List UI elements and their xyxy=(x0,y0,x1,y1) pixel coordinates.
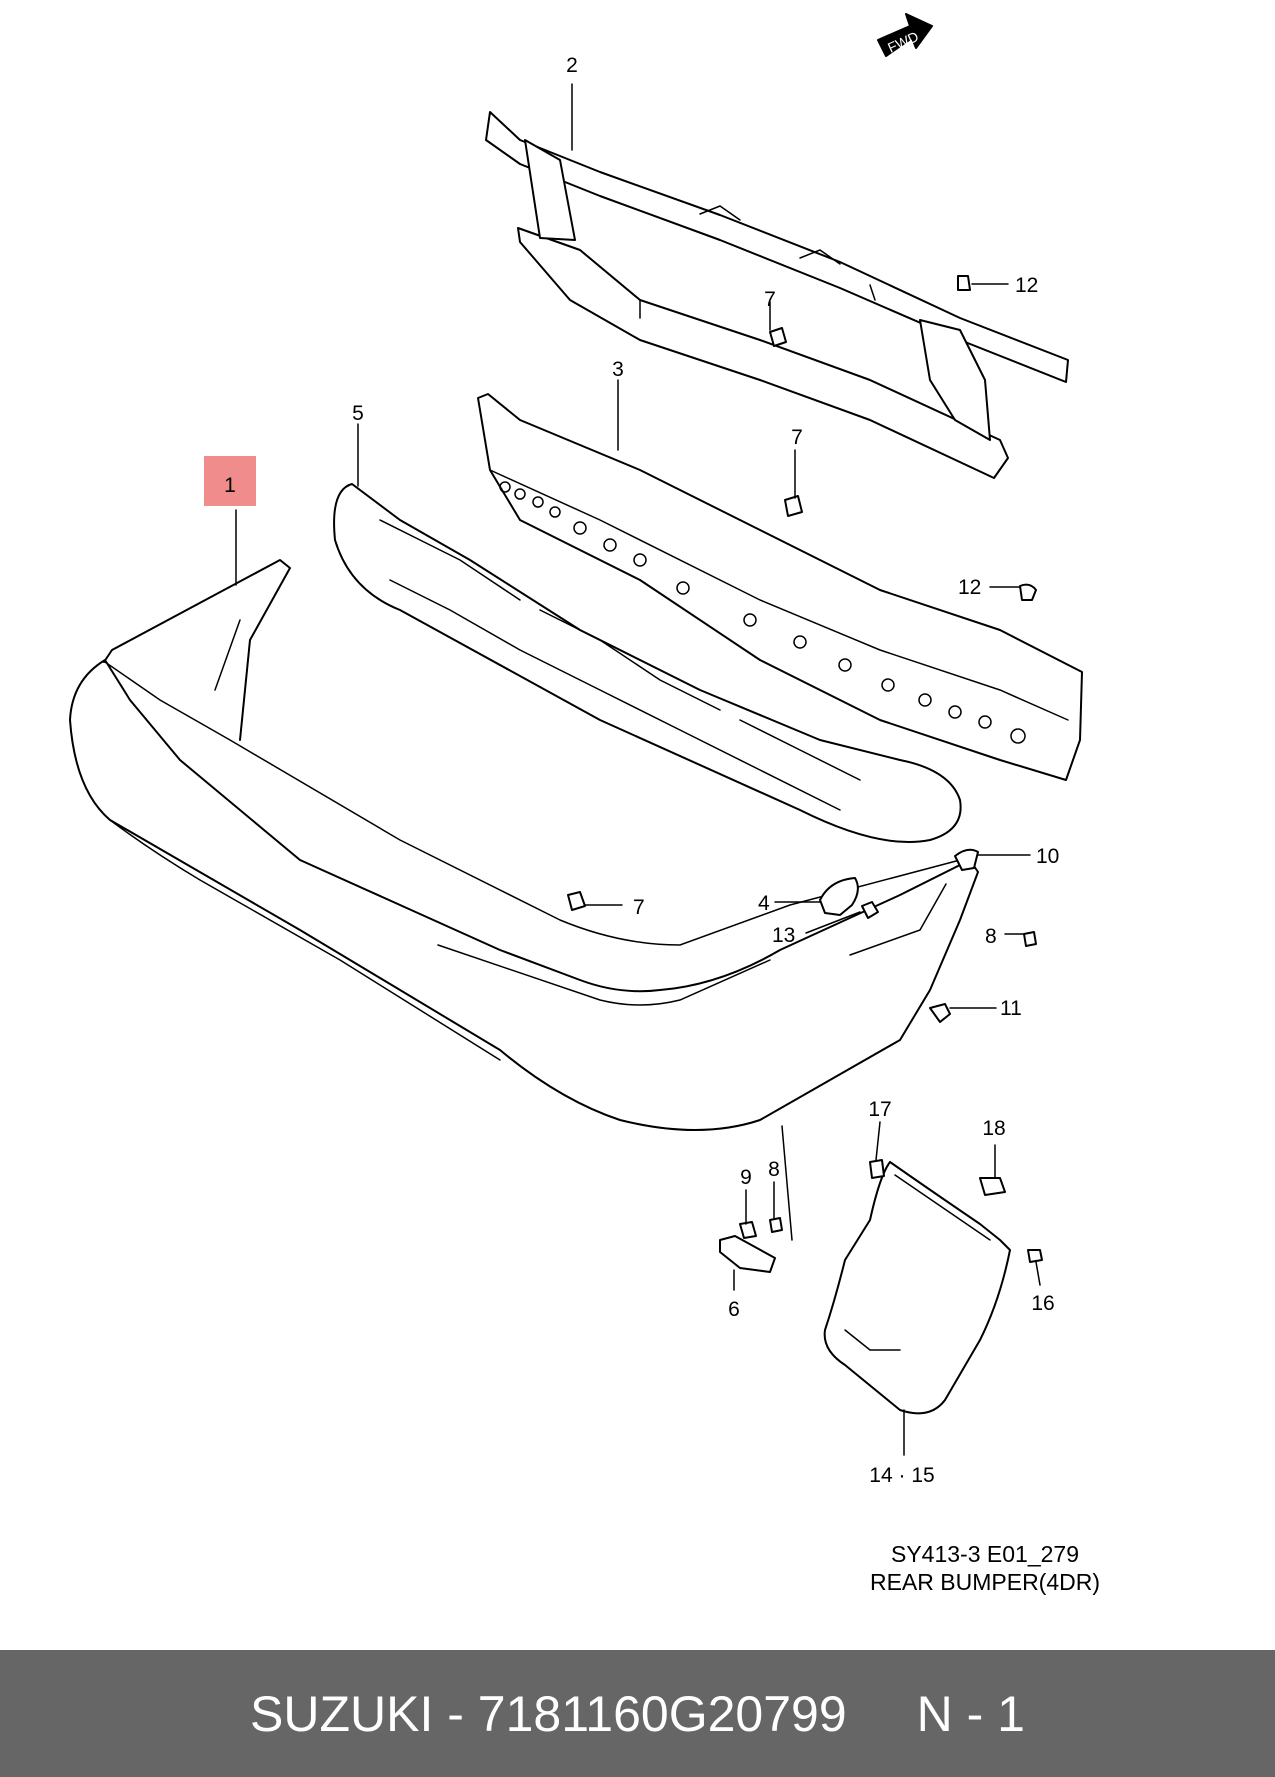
callout-3: 3 xyxy=(612,358,624,381)
diagram-title: REAR BUMPER(4DR) xyxy=(870,1569,1100,1595)
position-text: N - 1 xyxy=(916,1685,1025,1742)
leader-lines xyxy=(235,83,1041,1456)
callout-8a: 8 xyxy=(985,925,997,948)
fwd-label: FWD xyxy=(885,28,921,56)
callout-6: 6 xyxy=(728,1298,740,1321)
callout-7c: 7 xyxy=(633,896,645,919)
callout-14-15: 14 · 15 xyxy=(869,1464,934,1487)
diagram-code: SY413-3 E01_279 xyxy=(891,1541,1079,1567)
callout-1: 1 xyxy=(224,474,236,497)
callouts: 1 2 3 5 7 7 12 12 7 4 13 10 8 11 17 18 9… xyxy=(224,54,1059,1487)
bracket-holes xyxy=(499,481,1026,744)
callout-4: 4 xyxy=(758,892,770,915)
callout-9: 9 xyxy=(740,1166,752,1189)
highlight-part-1 xyxy=(204,456,256,506)
callout-7b: 7 xyxy=(791,426,803,449)
part-6-bracket[interactable] xyxy=(719,1217,783,1273)
callout-7a: 7 xyxy=(764,288,776,311)
part-2-reinforcement[interactable] xyxy=(485,111,1069,479)
callout-10: 10 xyxy=(1036,845,1059,868)
part-4-clip[interactable] xyxy=(819,877,859,916)
part-3-bracket[interactable] xyxy=(477,393,1083,781)
callout-17: 17 xyxy=(868,1098,891,1121)
fwd-arrow-icon: FWD xyxy=(877,13,933,57)
parts-diagram: FWD xyxy=(69,13,1100,1595)
callout-11: 11 xyxy=(1000,997,1022,1020)
callout-8b: 8 xyxy=(768,1158,780,1181)
part-number-text: SUZUKI - 7181160G20799 xyxy=(249,1685,847,1742)
callout-12a: 12 xyxy=(1015,274,1038,297)
callout-16: 16 xyxy=(1031,1292,1054,1315)
fasteners xyxy=(567,275,1037,1023)
callout-12b: 12 xyxy=(958,576,981,599)
part-1-bumper-cover[interactable] xyxy=(69,559,979,1131)
part-14-15-mudflap[interactable] xyxy=(823,1159,1043,1415)
callout-18: 18 xyxy=(982,1117,1005,1140)
callout-5: 5 xyxy=(352,402,364,425)
part-footer-bar: SUZUKI - 7181160G20799 N - 1 xyxy=(0,1650,1275,1777)
callout-13: 13 xyxy=(772,924,795,947)
callout-2: 2 xyxy=(566,54,578,77)
part-5-absorber[interactable] xyxy=(333,483,962,843)
